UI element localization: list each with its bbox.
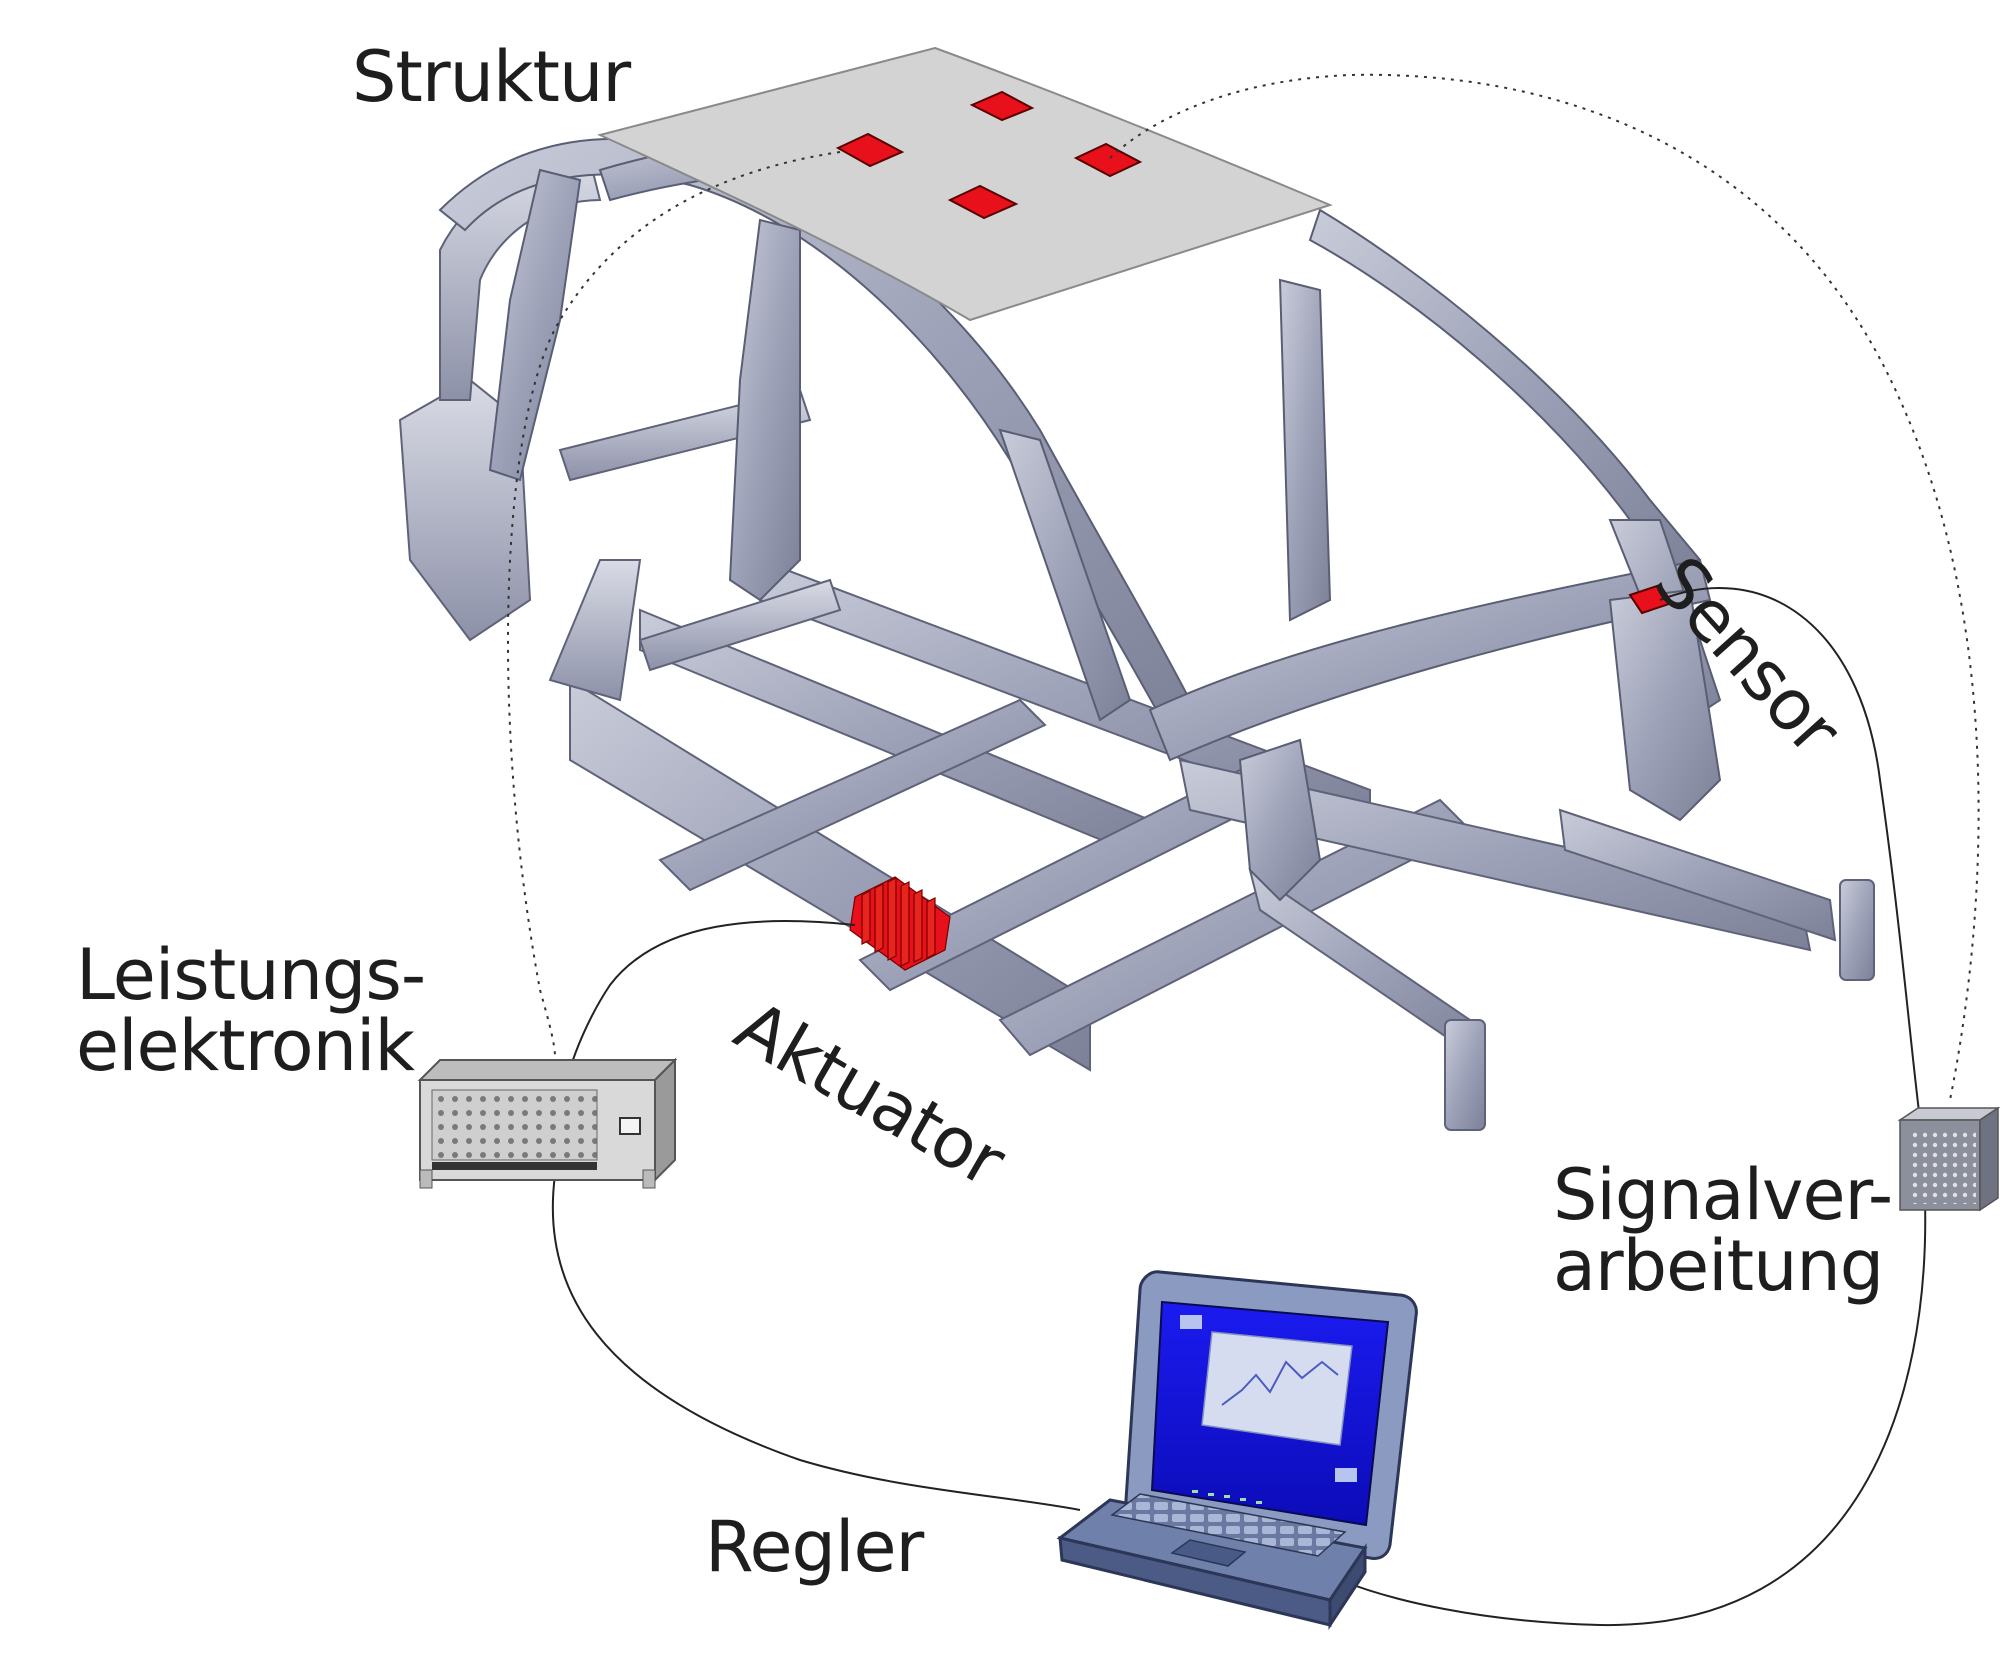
- label-leistungselektronik: Leistungs- elektronik: [76, 934, 426, 1088]
- dotted-wire-left: [507, 151, 841, 1076]
- laptop-touchpad: [1170, 1539, 1247, 1567]
- label-signalverarbeitung: Signalver- arbeitung: [1553, 1154, 1893, 1308]
- screen-chart-line: [1221, 1360, 1339, 1406]
- label-regler: Regler: [705, 1506, 924, 1588]
- sensor-patch: [1628, 583, 1674, 615]
- floor-structure: [569, 558, 1875, 1131]
- label-struktur: Struktur: [352, 36, 631, 118]
- roof-patch-3: [1073, 142, 1143, 178]
- roof-panel: [597, 46, 1333, 322]
- signal-processing-box: [1897, 1106, 2001, 1212]
- dotted-wire-right: [1109, 73, 1980, 1101]
- wire-sensor-dsp: [1659, 587, 1921, 1121]
- power-electronics-rack: [417, 1057, 678, 1189]
- screen-chart-window: [1201, 1331, 1353, 1446]
- laptop-keyboard: [1110, 1493, 1347, 1557]
- roof-patch-1: [969, 90, 1035, 122]
- actuator-stack: [849, 876, 951, 971]
- laptop: [1056, 1270, 1418, 1630]
- roof-patch-2: [835, 132, 905, 168]
- car-frame: [398, 46, 1875, 1131]
- roof-patch-4: [947, 184, 1019, 220]
- roof-sensor-patches: [835, 90, 1143, 220]
- wire-rack-laptop: [551, 1174, 1081, 1511]
- wire-dsp-laptop: [1339, 1199, 1927, 1627]
